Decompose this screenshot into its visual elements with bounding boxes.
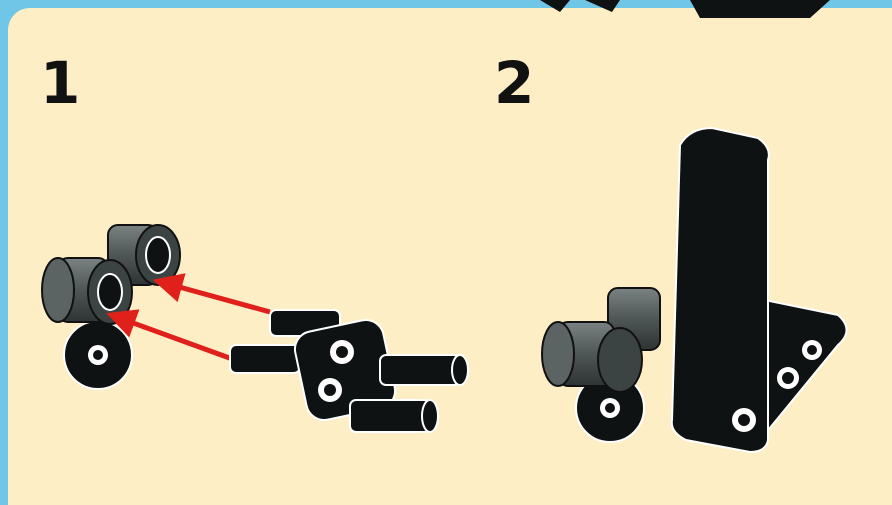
step-1-pin-assembly <box>230 310 468 432</box>
step-1-double-connector <box>42 225 180 389</box>
step-2-double-connector <box>542 288 660 442</box>
background-part <box>540 0 830 18</box>
step-2-l-beam <box>672 128 847 452</box>
